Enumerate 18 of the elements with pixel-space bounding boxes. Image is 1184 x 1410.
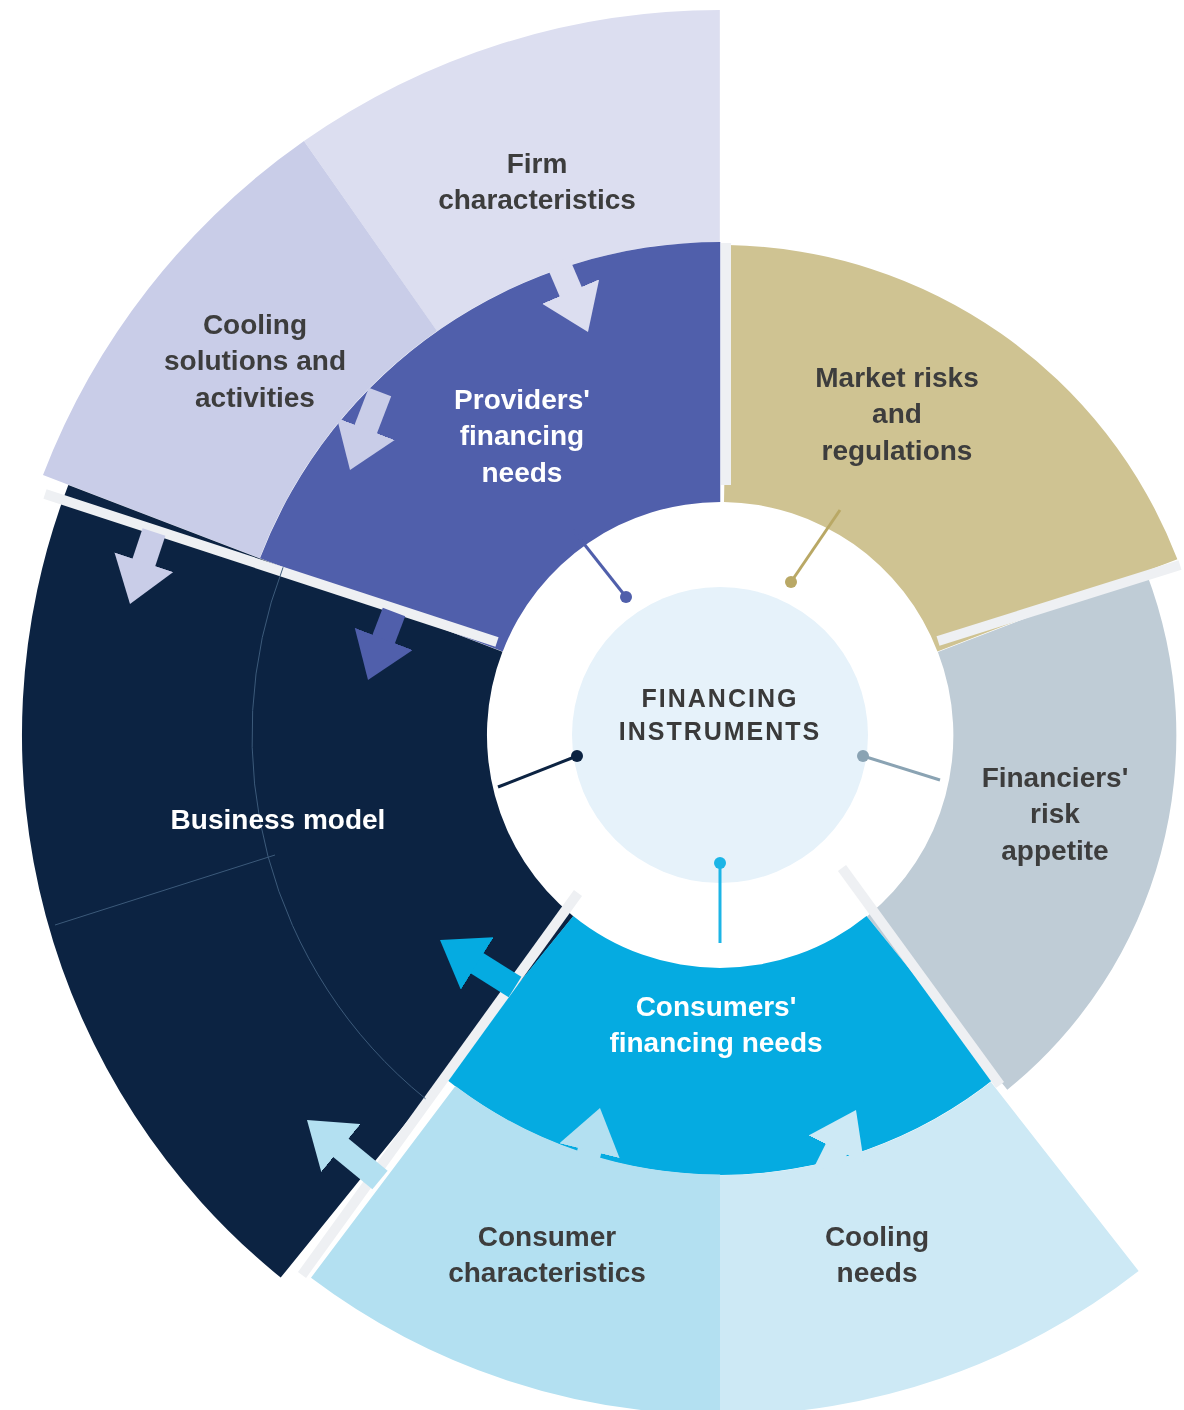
arrow bbox=[114, 528, 174, 604]
segment-label: Consumer characteristics bbox=[447, 1219, 647, 1290]
segment-label: Firm characteristics bbox=[437, 146, 637, 217]
segment-label: Financiers' risk appetite bbox=[980, 761, 1130, 869]
segment-label: Business model bbox=[169, 802, 387, 837]
connector-line bbox=[785, 509, 842, 588]
segment-label: Providers' financing needs bbox=[453, 383, 591, 491]
connector-line bbox=[714, 857, 726, 943]
arrow bbox=[354, 607, 413, 680]
connector-line bbox=[857, 750, 941, 782]
segment-label: Cooling needs bbox=[823, 1219, 931, 1290]
segment-label: Cooling solutions and activities bbox=[163, 308, 347, 416]
connector-line bbox=[497, 750, 583, 789]
segment-label: FINANCING INSTRUMENTS bbox=[617, 682, 823, 746]
arrow bbox=[307, 1120, 388, 1190]
segment-label: Consumers' financing needs bbox=[608, 989, 824, 1060]
arrow bbox=[440, 937, 522, 998]
segment-label: Market risks and regulations bbox=[814, 361, 980, 469]
